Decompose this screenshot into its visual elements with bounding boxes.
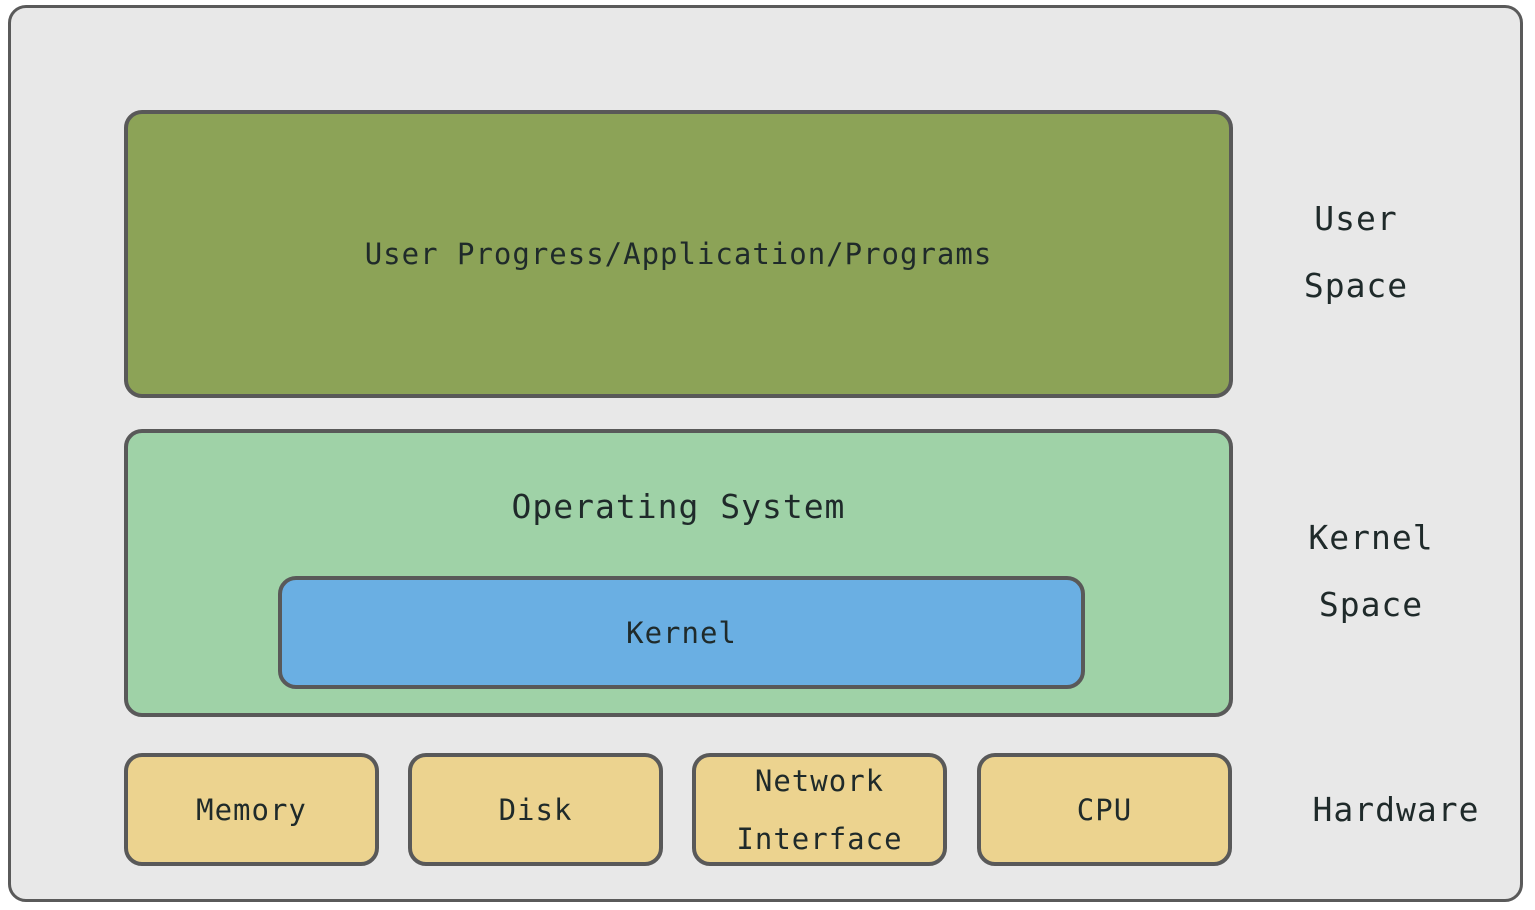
user-space-box: User Progress/Application/Programs — [124, 110, 1233, 398]
operating-system-box: Operating System Kernel — [124, 429, 1233, 717]
hardware-network-interface-label: Network Interface — [736, 763, 903, 856]
hardware-memory-label: Memory — [196, 792, 307, 827]
hardware-cpu-box: CPU — [977, 753, 1232, 866]
hardware-side-label: Hardware — [1312, 790, 1480, 829]
hardware-network-interface-box: Network Interface — [692, 753, 947, 866]
kernel-space-side-label: Kernel Space — [1308, 518, 1434, 624]
kernel-box: Kernel — [278, 576, 1085, 689]
hardware-memory-box: Memory — [124, 753, 379, 866]
diagram-frame: User Progress/Application/Programs Opera… — [8, 5, 1523, 902]
operating-system-label: Operating System — [511, 487, 846, 526]
kernel-label: Kernel — [626, 615, 737, 650]
user-space-box-label: User Progress/Application/Programs — [364, 237, 993, 271]
hardware-cpu-label: CPU — [1076, 792, 1133, 827]
hardware-disk-box: Disk — [408, 753, 663, 866]
hardware-disk-label: Disk — [498, 792, 573, 827]
user-space-side-label: User Space — [1303, 199, 1409, 305]
